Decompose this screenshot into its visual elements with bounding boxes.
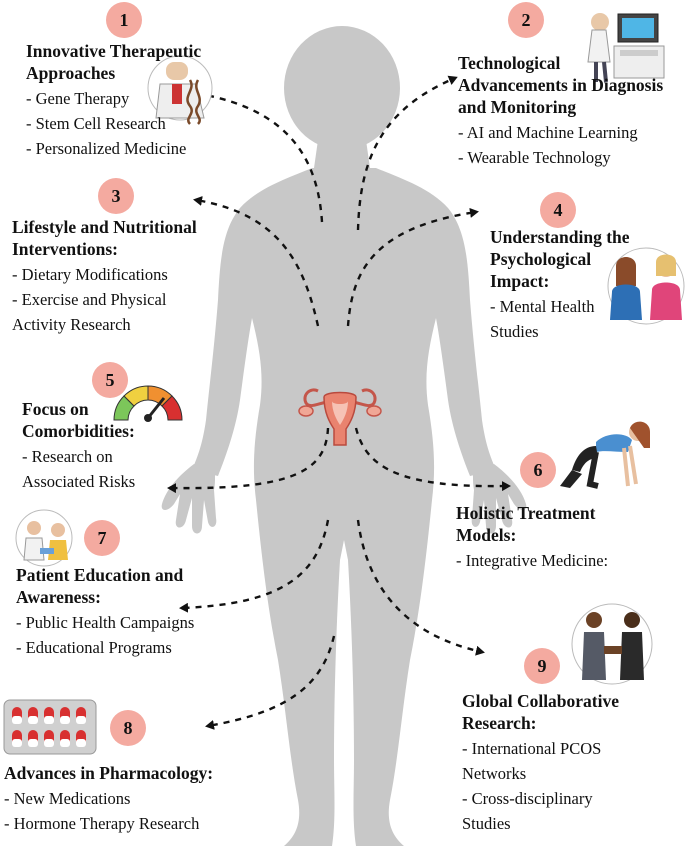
list-item: - International PCOS <box>462 739 602 758</box>
connector-arrows <box>167 75 511 730</box>
section-3-items: - Dietary Modifications - Exercise and P… <box>12 262 197 337</box>
list-item: - Research on <box>22 447 113 466</box>
section-4-badge: 4 <box>540 192 576 228</box>
list-item: - Wearable Technology <box>458 148 611 167</box>
section-5-items: - Research on Associated Risks <box>22 444 135 494</box>
arrow-to-1 <box>197 90 324 223</box>
list-item: - Dietary Modifications <box>12 265 168 284</box>
arrow-to-5 <box>167 427 330 494</box>
list-item: - Mental Health <box>490 297 595 316</box>
list-item: Studies <box>490 322 539 341</box>
list-item: Associated Risks <box>22 472 136 491</box>
section-1-items: - Gene Therapy - Stem Cell Research - Pe… <box>26 86 201 161</box>
arrow-to-2 <box>356 75 458 231</box>
list-item: - Exercise and Physical <box>12 290 167 309</box>
section-6-items: - Integrative Medicine: <box>456 548 608 573</box>
section-3-badge: 3 <box>98 178 134 214</box>
list-item: - Integrative Medicine: <box>456 551 609 570</box>
section-8-title: Advances in Pharmacology: <box>4 763 214 783</box>
section-7-items: - Public Health Campaigns - Educational … <box>16 610 194 660</box>
section-8-items: - New Medications - Hormone Therapy Rese… <box>4 786 213 836</box>
list-item: Studies <box>462 814 511 833</box>
section-7-badge: 7 <box>84 520 120 556</box>
list-item: - Gene Therapy <box>26 89 130 108</box>
list-item: Networks <box>462 764 527 783</box>
section-9-items: - International PCOS Networks - Cross-di… <box>462 736 619 836</box>
uterus-icon <box>298 388 382 446</box>
technician-computer-icon <box>587 13 665 83</box>
section-4-items: - Mental Health Studies <box>490 294 630 344</box>
arrow-to-7 <box>179 519 330 613</box>
list-item: - Stem Cell Research <box>26 114 166 133</box>
two-women-talking-icon <box>607 247 685 325</box>
scientist-dna-icon <box>147 55 213 125</box>
list-item: - New Medications <box>4 789 131 808</box>
arrow-to-3 <box>193 196 320 327</box>
woman-exercising-icon <box>560 421 650 489</box>
section-2-badge: 2 <box>508 2 544 38</box>
section-1-badge: 1 <box>106 2 142 38</box>
list-item: - Hormone Therapy Research <box>4 814 200 833</box>
section-2-items: - AI and Machine Learning - Wearable Tec… <box>458 120 663 170</box>
arrow-to-4 <box>346 207 479 327</box>
risk-gauge-icon <box>113 385 183 422</box>
section-8-badge: 8 <box>110 710 146 746</box>
arrow-to-8 <box>205 635 336 730</box>
list-item: Activity Research <box>12 315 131 334</box>
section-5-badge: 5 <box>92 362 128 398</box>
section-9-badge: 9 <box>524 648 560 684</box>
pill-blister-icon <box>3 699 97 755</box>
section-8: Advances in Pharmacology: - New Medicati… <box>4 762 213 836</box>
list-item: - Educational Programs <box>16 638 172 657</box>
section-6-badge: 6 <box>520 452 556 488</box>
list-item: - Personalized Medicine <box>26 139 187 158</box>
list-item: - Cross-disciplinary <box>462 789 593 808</box>
doctor-patient-icon <box>15 509 73 567</box>
list-item: - Public Health Campaigns <box>16 613 195 632</box>
handshake-icon <box>571 603 653 685</box>
list-item: - AI and Machine Learning <box>458 123 638 142</box>
body-silhouette <box>161 26 527 846</box>
arrow-to-6 <box>354 427 511 492</box>
